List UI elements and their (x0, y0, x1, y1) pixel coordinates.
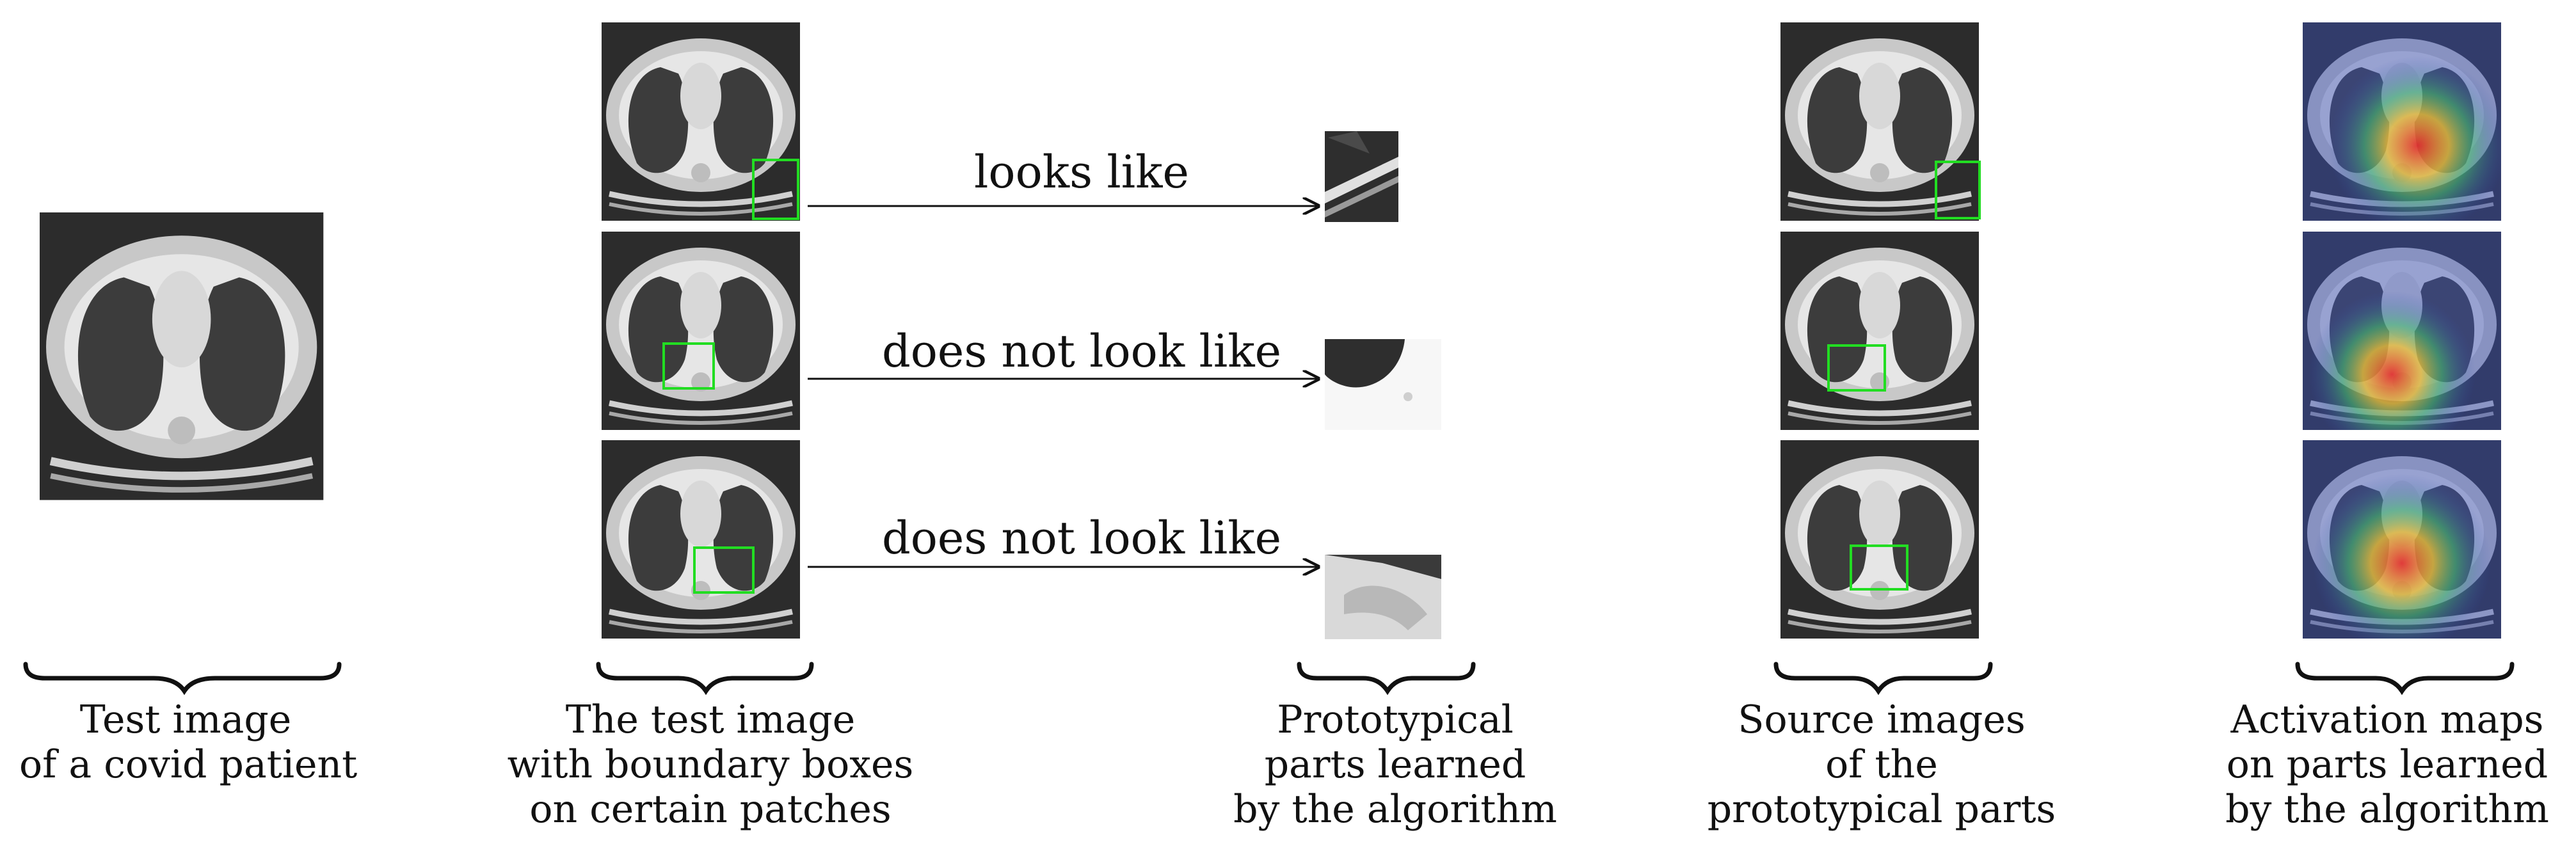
caption-line: on parts learned (2226, 742, 2548, 787)
source-image-2 (1780, 232, 1979, 430)
caption-test-image: Test image of a covid patient (19, 697, 358, 787)
brace-activation-maps (2295, 662, 2515, 695)
caption-line: of a covid patient (19, 742, 358, 787)
caption-source-images: Source images of the prototypical parts (1690, 697, 2074, 832)
brace-source-images (1773, 662, 1993, 695)
activation-map-2 (2303, 232, 2501, 430)
caption-line: Test image (79, 697, 292, 742)
bounding-box (662, 342, 715, 390)
caption-prototypical-parts: Prototypical parts learned by the algori… (1203, 697, 1587, 832)
bounding-box (693, 546, 755, 594)
relation-label-row1: looks like (974, 146, 1189, 198)
caption-line: by the algorithm (1233, 787, 1557, 832)
activation-map-3 (2303, 440, 2501, 639)
bounding-box (752, 159, 799, 220)
brace-prototypical-parts (1297, 662, 1476, 695)
caption-line: on certain patches (529, 787, 892, 832)
source-image-3 (1780, 440, 1979, 639)
source-image-1 (1780, 22, 1980, 221)
caption-line: Prototypical (1277, 697, 1514, 742)
caption-line: by the algorithm (2225, 787, 2549, 832)
caption-test-with-boxes: The test image with boundary boxes on ce… (506, 697, 915, 832)
prototype-patch-2 (1325, 339, 1441, 430)
caption-line: Activation maps (2230, 697, 2544, 742)
test-image (40, 212, 323, 500)
test-image-with-boxes-3 (602, 440, 800, 639)
caption-line: prototypical parts (1707, 787, 2056, 832)
activation-map-1 (2303, 22, 2501, 221)
caption-line: of the (1825, 742, 1938, 787)
brace-test-image (23, 662, 342, 695)
caption-line: Source images (1738, 697, 2026, 742)
caption-activation-maps: Activation maps on parts learned by the … (2202, 697, 2573, 832)
relation-label-row2: does not look like (881, 325, 1282, 377)
brace-test-with-boxes (596, 662, 814, 695)
test-image-with-boxes-2 (602, 232, 800, 430)
prototype-patch-3 (1325, 555, 1441, 639)
bounding-box (1935, 161, 1981, 219)
relation-label-row3: does not look like (881, 512, 1282, 564)
caption-line: with boundary boxes (507, 742, 914, 787)
bounding-box (1850, 544, 1908, 591)
prototype-patch-1 (1325, 131, 1398, 222)
caption-line: parts learned (1264, 742, 1526, 787)
caption-line: The test image (565, 697, 856, 742)
test-image-with-boxes-1 (602, 22, 800, 221)
bounding-box (1827, 344, 1886, 392)
